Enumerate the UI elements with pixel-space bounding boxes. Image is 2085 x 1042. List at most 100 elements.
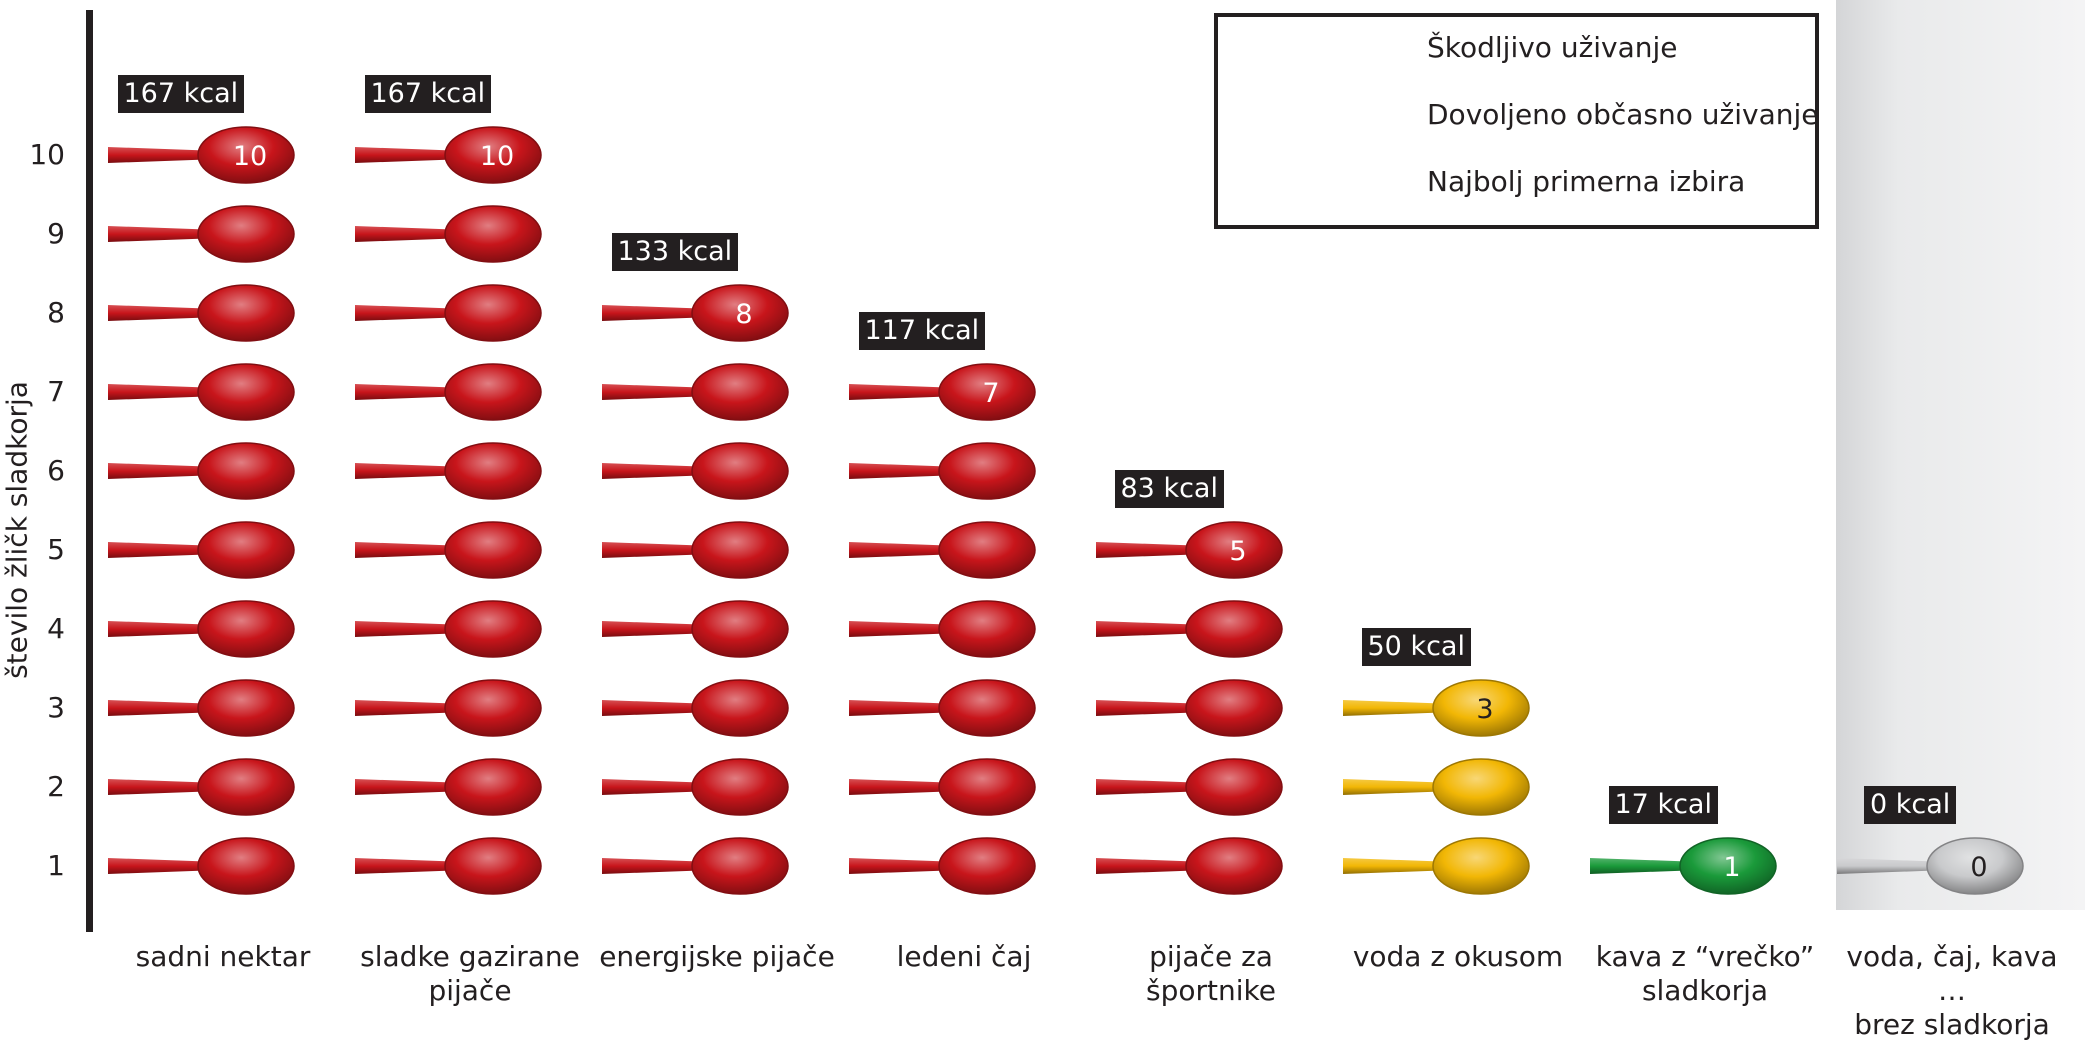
category-label: voda, čaj, kava … brez sladkorja xyxy=(1846,940,2058,1041)
legend-label-occasional: Dovoljeno občasno uživanje xyxy=(1427,98,1819,131)
category-label: kava z “vrečko” sladkorja xyxy=(1595,940,1815,1007)
spoon-mark xyxy=(849,837,1036,895)
legend-label-best: Najbolj primerna izbira xyxy=(1427,165,1746,198)
spoon-handle xyxy=(1096,621,1194,637)
spoon-handle xyxy=(849,858,947,874)
spoon-mark xyxy=(849,521,1036,579)
spoon-bowl xyxy=(938,837,1036,895)
spoon-mark xyxy=(108,363,295,421)
spoon-bowl xyxy=(938,758,1036,816)
spoon-mark xyxy=(108,837,295,895)
spoon-bowl xyxy=(691,521,789,579)
category-label: sadni nektar xyxy=(135,940,311,973)
spoon-bowl xyxy=(938,521,1036,579)
spoon-mark xyxy=(355,521,542,579)
spoon-bowl xyxy=(197,284,295,342)
spoon-handle xyxy=(849,621,947,637)
spoon-handle xyxy=(602,621,700,637)
spoon-mark xyxy=(355,205,542,263)
spoon-bowl xyxy=(938,442,1036,500)
spoon-mark xyxy=(1096,837,1283,895)
spoon-handle xyxy=(355,779,453,795)
spoon-mark: 1 xyxy=(1590,837,1777,895)
spoon-mark: 10 xyxy=(355,126,542,184)
spoon-bowl xyxy=(197,679,295,737)
spoon-mark xyxy=(108,205,295,263)
spoon-bowl xyxy=(691,600,789,658)
spoon-mark xyxy=(355,600,542,658)
spoon-bowl xyxy=(197,126,295,184)
spoon-mark xyxy=(849,679,1036,737)
spoon-bowl xyxy=(444,758,542,816)
spoon-handle xyxy=(355,542,453,558)
spoon-bowl xyxy=(444,442,542,500)
spoon-mark xyxy=(108,521,295,579)
spoon-handle xyxy=(108,305,206,321)
spoon-mark xyxy=(602,679,789,737)
spoon-value-label: 1 xyxy=(1723,852,1740,883)
spoon-mark xyxy=(849,758,1036,816)
spoon-mark: 5 xyxy=(1096,521,1283,579)
spoon-handle xyxy=(849,542,947,558)
spoon-bowl xyxy=(444,284,542,342)
spoon-handle xyxy=(602,542,700,558)
spoon-handle xyxy=(355,305,453,321)
spoon-bowl xyxy=(444,205,542,263)
spoon-handle xyxy=(108,147,206,163)
spoon-value-label: 5 xyxy=(1229,536,1246,567)
spoon-bowl xyxy=(197,205,295,263)
category-label: voda z okusom xyxy=(1352,940,1564,973)
spoon-handle xyxy=(1343,858,1441,874)
spoon-handle xyxy=(108,779,206,795)
spoon-mark xyxy=(108,679,295,737)
spoon-handle xyxy=(1096,858,1194,874)
spoon-handle xyxy=(1590,858,1688,874)
spoon-mark: 7 xyxy=(849,363,1036,421)
spoon-mark xyxy=(1096,758,1283,816)
spoon-handle xyxy=(108,226,206,242)
spoon-handle xyxy=(602,858,700,874)
spoon-bowl xyxy=(444,679,542,737)
spoon-bowl xyxy=(1432,758,1530,816)
spoon-bowl xyxy=(1185,758,1283,816)
spoon-bowl xyxy=(691,837,789,895)
spoon-mark xyxy=(355,679,542,737)
spoon-handle xyxy=(355,621,453,637)
spoon-mark xyxy=(602,363,789,421)
kcal-badge: 17 kcal xyxy=(1608,786,1718,824)
spoon-handle xyxy=(1096,779,1194,795)
spoon-mark: 3 xyxy=(1343,679,1530,737)
spoon-bowl xyxy=(938,679,1036,737)
spoon-value-label: 8 xyxy=(735,299,752,330)
spoon-bowl xyxy=(691,679,789,737)
y-tick-label: 1 xyxy=(47,849,65,882)
spoon-handle xyxy=(602,779,700,795)
spoon-handle xyxy=(108,858,206,874)
spoon-handle xyxy=(355,858,453,874)
spoon-mark xyxy=(108,600,295,658)
spoon-bowl xyxy=(691,442,789,500)
spoon-mark xyxy=(602,758,789,816)
spoon-value-label: 10 xyxy=(480,141,514,172)
spoon-bowl xyxy=(1679,837,1777,895)
spoon-mark: 8 xyxy=(602,284,789,342)
spoon-mark xyxy=(108,758,295,816)
spoon-handle xyxy=(1096,542,1194,558)
kcal-badge: 0 kcal xyxy=(1864,786,1957,824)
spoon-mark xyxy=(1343,837,1530,895)
spoon-bowl xyxy=(444,126,542,184)
y-tick-label: 8 xyxy=(47,296,65,329)
y-tick-label: 2 xyxy=(47,770,65,803)
spoon-bowl xyxy=(444,600,542,658)
spoon-bowl xyxy=(938,363,1036,421)
spoon-handle xyxy=(602,384,700,400)
spoon-bowl xyxy=(197,521,295,579)
spoon-handle xyxy=(602,700,700,716)
kcal-badge: 83 kcal xyxy=(1114,470,1224,508)
y-axis-title: število žličk sladkorja xyxy=(0,381,34,679)
spoon-handle xyxy=(355,463,453,479)
category-label: ledeni čaj xyxy=(896,940,1032,973)
spoon-mark xyxy=(1096,600,1283,658)
